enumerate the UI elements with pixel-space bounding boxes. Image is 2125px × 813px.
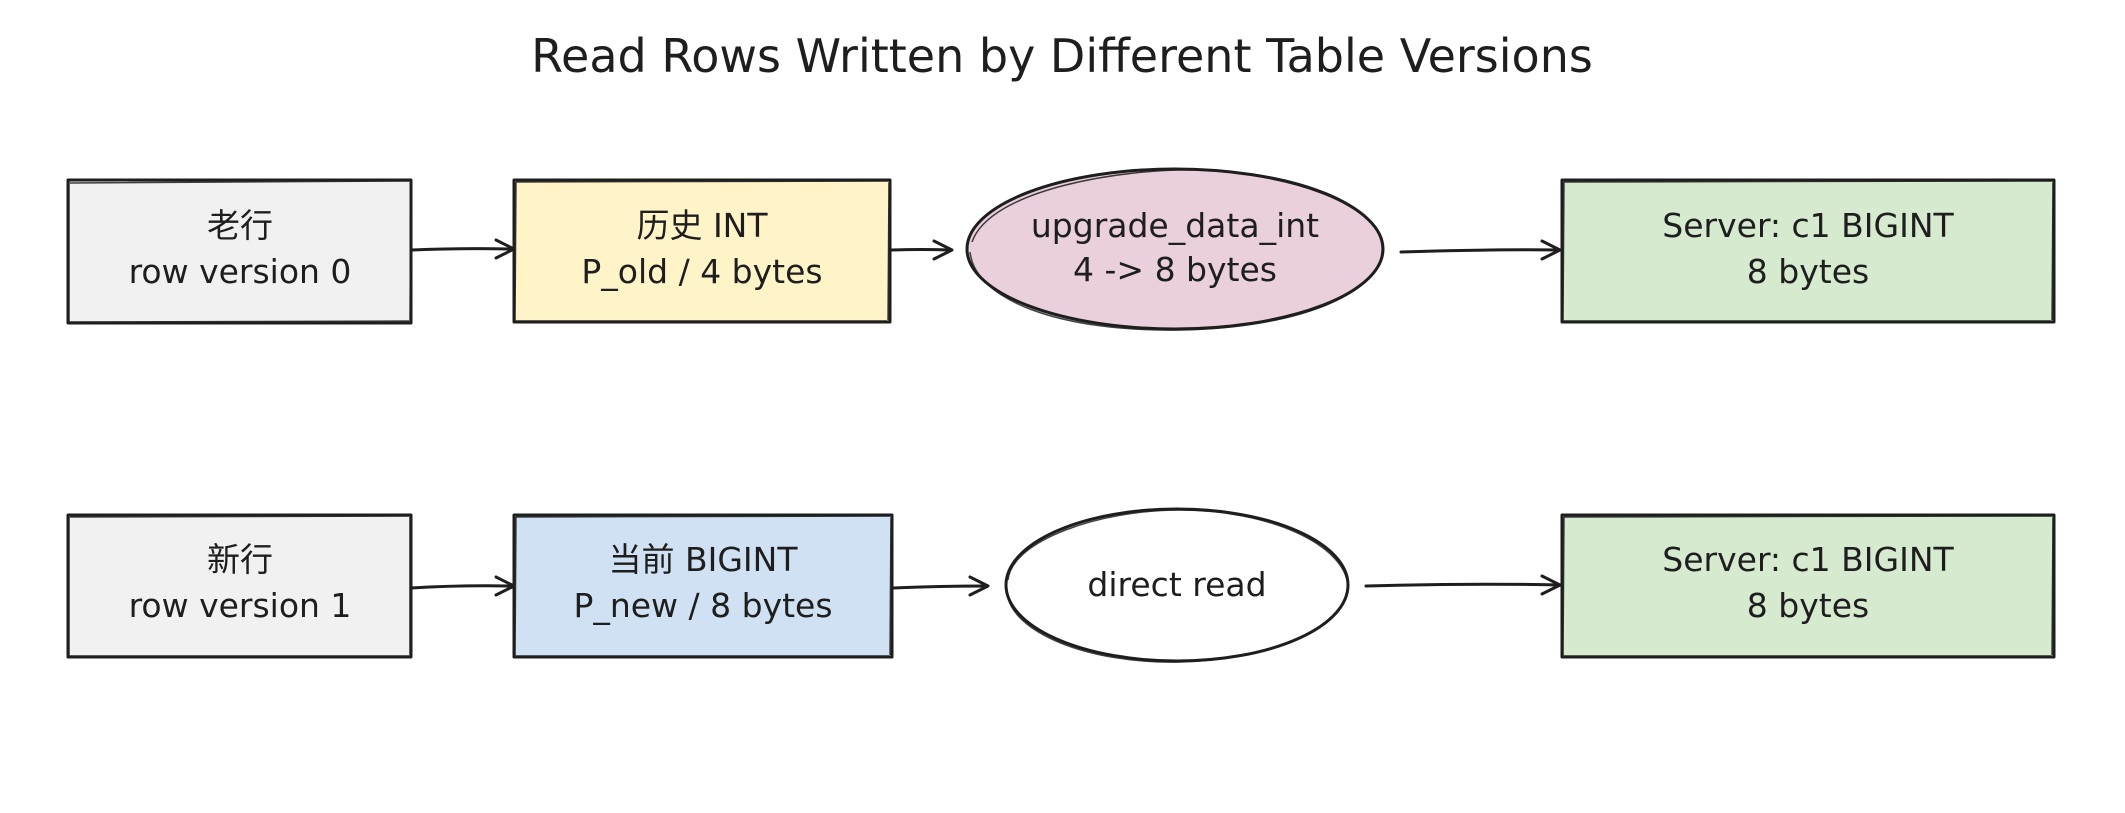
node-old-row-shape <box>66 178 413 325</box>
node-new-row-line-2: row version 1 <box>129 586 352 625</box>
arrow-direct-to-server-new <box>1364 574 1562 596</box>
node-new-row-line-1: 新行 <box>207 540 273 579</box>
node-server-old-line-2: 8 bytes <box>1747 252 1869 291</box>
node-new-row-shape <box>66 513 413 659</box>
node-cur-bigint: 当前 BIGINT P_new / 8 bytes <box>512 513 894 659</box>
node-upgrade-line-1: upgrade_data_int <box>1031 206 1319 245</box>
node-server-new: Server: c1 BIGINT 8 bytes <box>1560 513 2056 659</box>
node-server-old-shape <box>1560 178 2056 324</box>
arrow-cur-bigint-to-direct <box>891 575 990 597</box>
node-hist-int: 历史 INT P_old / 4 bytes <box>512 178 892 324</box>
node-new-row: 新行 row version 1 <box>66 513 413 659</box>
node-server-new-shape <box>1560 513 2056 659</box>
node-cur-bigint-line-2: P_new / 8 bytes <box>573 586 832 625</box>
node-server-new-line-2: 8 bytes <box>1747 586 1869 625</box>
node-server-new-line-1: Server: c1 BIGINT <box>1662 540 1954 579</box>
node-cur-bigint-shape <box>512 513 894 659</box>
node-server-old-line-1: Server: c1 BIGINT <box>1662 206 1954 245</box>
node-old-row-line-1: 老行 <box>207 206 273 245</box>
node-hist-int-line-2: P_old / 4 bytes <box>581 252 822 291</box>
node-upgrade-shape <box>965 167 1385 331</box>
node-cur-bigint-line-1: 当前 BIGINT <box>608 540 798 579</box>
node-hist-int-shape <box>512 178 892 324</box>
node-direct-read-line-1: direct read <box>1087 565 1266 604</box>
node-old-row-line-2: row version 0 <box>129 252 352 291</box>
arrow-new-row-to-cur-bigint <box>409 575 516 597</box>
arrow-hist-int-to-upgrade <box>890 239 954 261</box>
arrow-old-row-to-hist-int <box>410 238 516 260</box>
node-direct-read: direct read <box>1004 507 1350 663</box>
node-upgrade: upgrade_data_int 4 -> 8 bytes <box>965 167 1385 331</box>
node-server-old: Server: c1 BIGINT 8 bytes <box>1560 178 2056 324</box>
node-old-row: 老行 row version 0 <box>66 178 413 325</box>
node-hist-int-line-1: 历史 INT <box>636 206 768 245</box>
arrow-upgrade-to-server-old <box>1399 239 1562 261</box>
diagram-title: Read Rows Written by Different Table Ver… <box>531 29 1593 83</box>
node-upgrade-line-2: 4 -> 8 bytes <box>1073 250 1277 289</box>
